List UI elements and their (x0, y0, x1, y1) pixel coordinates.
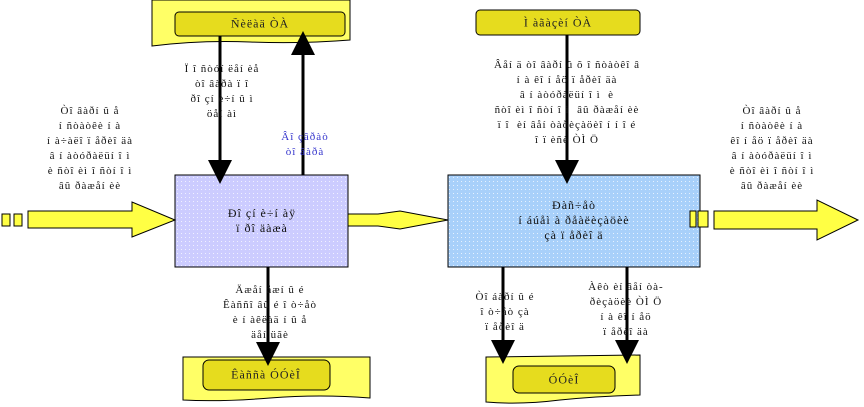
input-left-label: Òî âàðí û å í ñòàòêè í à í à÷àëî ï åðèî … (47, 105, 133, 192)
cashier-document-label: Êàññà ÓÓèÎ (231, 367, 301, 382)
from-warehouse-label: Ï î ñòóï ëåí èå òî âàðà ï î ðî çí è÷í û … (184, 63, 260, 120)
warehouse-document-label: Ñèëàä ÒÀ (230, 16, 290, 31)
to-accounting-left-label: Òî áàðí û é î ò÷åò çà ï åðèî ä (475, 291, 535, 333)
input-flow-arrow (1, 201, 177, 238)
to-accounting-right-label: Àêò èí âåí òà- ðèçàöèè ÒÌ Ö í à êî í åö … (588, 281, 664, 338)
output-right-label: Òî âàðí û å í ñòàòêè í à êî í åö ï åðèî … (729, 105, 815, 192)
accounting-document-label: ÓÓèÎ (548, 372, 580, 387)
middle-flow-arrow (347, 210, 449, 230)
from-store-label: Âåí ä òî âàðí û õ î ñòàòêî â í à êî í åö… (494, 59, 640, 146)
output-flow-arrow (689, 199, 860, 241)
accounting-inner-box (512, 365, 616, 394)
to-cashier-label: Äæåí åæí û é Êàññî âû é î ò÷åò è í àêëàä… (223, 284, 317, 341)
store-inner-box (475, 9, 641, 36)
process-right-label: Ðàñ÷åò í áúåì à ðåàëèçàöèè çà ï åðèî ä (518, 198, 630, 242)
return-to-warehouse-label: Âî çâðàò òî âàðà (281, 131, 329, 158)
store-document-label: Ì àãàçèí ÒÀ (523, 15, 593, 30)
process-left-label: Ðî çí è÷í àÿ ï ðî äàæà (227, 206, 297, 235)
warehouse-inner-box (174, 11, 346, 37)
